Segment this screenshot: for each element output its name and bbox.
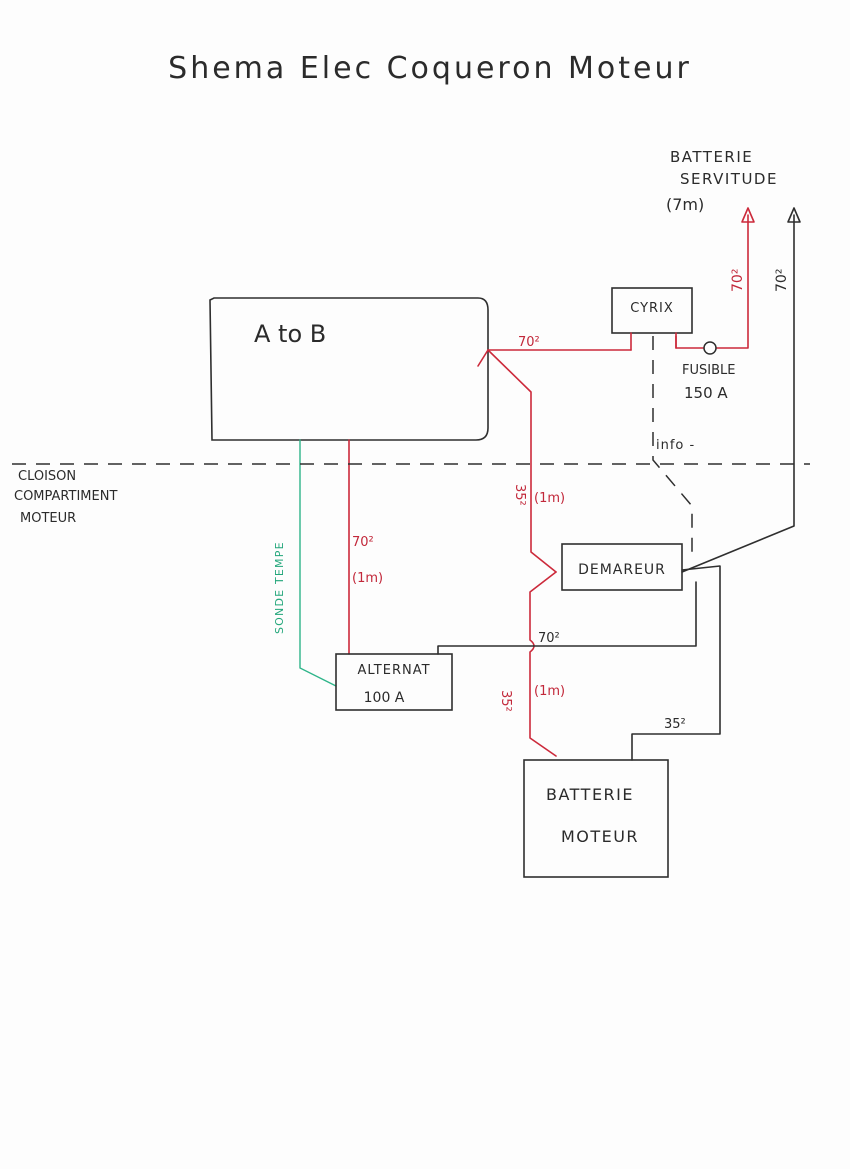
temp-sensor-label: SONDE TEMPE bbox=[273, 541, 286, 634]
fuse-label-line2: 150 A bbox=[684, 384, 728, 402]
service-positive-gauge: 70² bbox=[730, 269, 746, 292]
battery-engine-label-line1: BATTERIE bbox=[546, 785, 634, 804]
alternator-box bbox=[335, 653, 453, 711]
service-negative-arrow bbox=[787, 207, 801, 223]
wire-atob-branch bbox=[477, 349, 489, 367]
partition-label-line1: CLOISON bbox=[18, 469, 76, 484]
wire-alt-neg-gauge: 70² bbox=[538, 631, 560, 646]
atob-label: A to B bbox=[254, 320, 326, 348]
wire-upper-35-length: (1m) bbox=[534, 491, 565, 506]
fuse-label-line1: FUSIBLE bbox=[682, 363, 735, 378]
wire-atob-alt-gauge: 70² bbox=[352, 535, 374, 550]
service-negative-wire bbox=[681, 214, 795, 573]
wire-demarreur-battery bbox=[529, 571, 557, 757]
fuse-symbol bbox=[703, 341, 717, 355]
alternator-label-line2: 100 A bbox=[364, 690, 405, 706]
wire-atob-alt-length: (1m) bbox=[352, 571, 383, 586]
diagram-title: Shema Elec Coqueron Moteur bbox=[168, 51, 692, 86]
info-link-label: info - bbox=[656, 438, 695, 453]
wire-battery-negative bbox=[631, 565, 721, 761]
battery-service-label-line1: BATTERIE bbox=[670, 148, 753, 166]
wire-atob-cyrix-gauge: 70² bbox=[518, 335, 540, 350]
wire-alternator-negative bbox=[437, 581, 697, 655]
atob-box bbox=[209, 297, 489, 441]
alternator-label-line1: ALTERNAT bbox=[357, 663, 430, 678]
wire-bat-neg-gauge: 35² bbox=[664, 717, 686, 732]
cyrix-box bbox=[611, 287, 693, 334]
partition-label-line2: COMPARTIMENT bbox=[14, 489, 117, 504]
wire-lower-35-gauge: 35² bbox=[498, 690, 513, 712]
battery-engine-box bbox=[523, 759, 669, 878]
temp-sensor-wire bbox=[299, 439, 337, 687]
wire-lower-35-length: (1m) bbox=[534, 684, 565, 699]
battery-service-length: (7m) bbox=[666, 195, 704, 214]
battery-service-label-line2: SERVITUDE bbox=[680, 170, 778, 188]
info-link-wire bbox=[652, 336, 693, 556]
demarreur-box bbox=[561, 543, 683, 591]
cyrix-label: CYRIX bbox=[630, 301, 674, 316]
partition-label-line3: MOTEUR bbox=[20, 511, 76, 526]
demarreur-label: DEMAREUR bbox=[578, 562, 666, 578]
battery-engine-label-line2: MOTEUR bbox=[561, 827, 639, 846]
wire-upper-35-gauge: 35² bbox=[512, 484, 527, 506]
service-negative-gauge: 70² bbox=[774, 269, 790, 292]
service-positive-arrow bbox=[741, 207, 755, 223]
wire-atob-demarreur bbox=[487, 349, 557, 573]
